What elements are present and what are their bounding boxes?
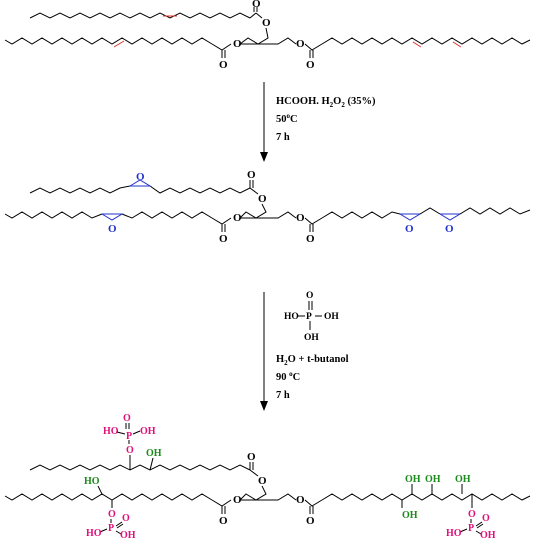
svg-text:7 h: 7 h: [276, 390, 290, 401]
svg-text:O: O: [122, 513, 130, 524]
svg-text:OH: OH: [480, 530, 496, 540]
svg-text:HO: HO: [86, 528, 102, 539]
svg-text:O: O: [296, 212, 305, 224]
svg-text:O: O: [258, 475, 267, 487]
svg-text:HO: HO: [446, 528, 462, 539]
top-hydroxyl: OH: [146, 448, 162, 459]
svg-text:HO: HO: [284, 312, 299, 322]
svg-text:O: O: [219, 515, 228, 527]
svg-text:O: O: [219, 233, 228, 245]
left-phosphate-ester-o: O: [108, 509, 116, 520]
svg-text:O: O: [306, 291, 313, 301]
right-phosphate-ester-o: O: [468, 509, 476, 520]
triglyceride-molecule: O O O O O O: [4, 0, 531, 71]
right-hydroxyl-4: OH: [455, 474, 471, 485]
right-hydroxyl-3: OH: [425, 474, 441, 485]
svg-text:O: O: [123, 413, 131, 424]
top-phosphate-ester-o: O: [126, 445, 134, 456]
right-carbonyl-oxygen: O: [306, 59, 315, 71]
left-epoxide-oxygen: O: [108, 223, 117, 235]
top-epoxide-oxygen: O: [136, 171, 145, 183]
right-ester-oxygen: O: [296, 38, 305, 50]
svg-text:HCOOH. H2O2 (35%): HCOOH. H2O2 (35%): [276, 96, 376, 109]
glycerol-backbone: [238, 27, 297, 45]
left-hydroxyl: HO: [84, 476, 100, 487]
svg-text:O: O: [482, 513, 490, 524]
svg-text:OH: OH: [120, 530, 136, 540]
left-epoxide-ring: [101, 213, 124, 221]
right-hydroxyl-2: OH: [402, 510, 418, 521]
right-hydroxyl-1: OH: [405, 474, 421, 485]
phosphorylated-polyol-molecule: O P HO OH O OH O O O O HO O P: [4, 413, 531, 540]
right-epoxide-oxygen-2: O: [445, 223, 454, 235]
svg-text:O: O: [247, 169, 256, 181]
phosphoric-acid-reagent: O HO P OH OH: [284, 291, 339, 343]
svg-text:7 h: 7 h: [276, 132, 290, 143]
left-phosphorus: P: [108, 523, 114, 534]
right-epoxide-ring-2: [439, 213, 462, 221]
svg-text:H2O + t-butanol: H2O + t-butanol: [276, 354, 349, 367]
left-chain-double-bond: [113, 40, 125, 48]
right-epoxide-oxygen-1: O: [405, 223, 414, 235]
svg-text:O: O: [233, 494, 242, 506]
left-fatty-chain: [4, 37, 213, 45]
svg-text:O: O: [296, 494, 305, 506]
reaction-arrow-1: [260, 82, 268, 162]
step2-conditions: H2O + t-butanol 90 oC 7 h: [276, 354, 349, 401]
right-chain-double-bond-1: [412, 41, 422, 48]
left-carbonyl-oxygen: O: [219, 59, 228, 71]
svg-text:50oC: 50oC: [276, 112, 298, 125]
step1-conditions: HCOOH. H2O2 (35%) 50oC 7 h: [276, 96, 376, 143]
svg-text:OH: OH: [140, 426, 156, 437]
svg-text:O: O: [233, 212, 242, 224]
top-carbonyl-oxygen: O: [252, 0, 261, 10]
right-epoxide-ring-1: [399, 213, 422, 221]
right-chain-double-bond-2: [452, 41, 462, 48]
svg-text:90 oC: 90 oC: [276, 370, 300, 383]
top-phosphorus: P: [126, 431, 132, 442]
svg-text:O: O: [247, 451, 256, 463]
svg-text:P: P: [306, 312, 312, 322]
top-fatty-chain: [29, 12, 251, 19]
svg-text:O: O: [258, 193, 267, 205]
epoxidized-triglyceride-molecule: O O O O O O O O O O: [4, 169, 531, 245]
left-ester-oxygen: O: [233, 38, 242, 50]
svg-text:O: O: [306, 515, 315, 527]
svg-text:OH: OH: [304, 333, 319, 343]
svg-text:OH: OH: [324, 312, 339, 322]
top-ester-oxygen: O: [262, 17, 271, 29]
svg-text:HO: HO: [103, 426, 119, 437]
reaction-arrow-2: [260, 292, 268, 411]
right-phosphorus: P: [468, 523, 474, 534]
right-fatty-chain: [321, 37, 531, 45]
svg-text:O: O: [306, 233, 315, 245]
top-epoxide-ring: [129, 179, 152, 187]
